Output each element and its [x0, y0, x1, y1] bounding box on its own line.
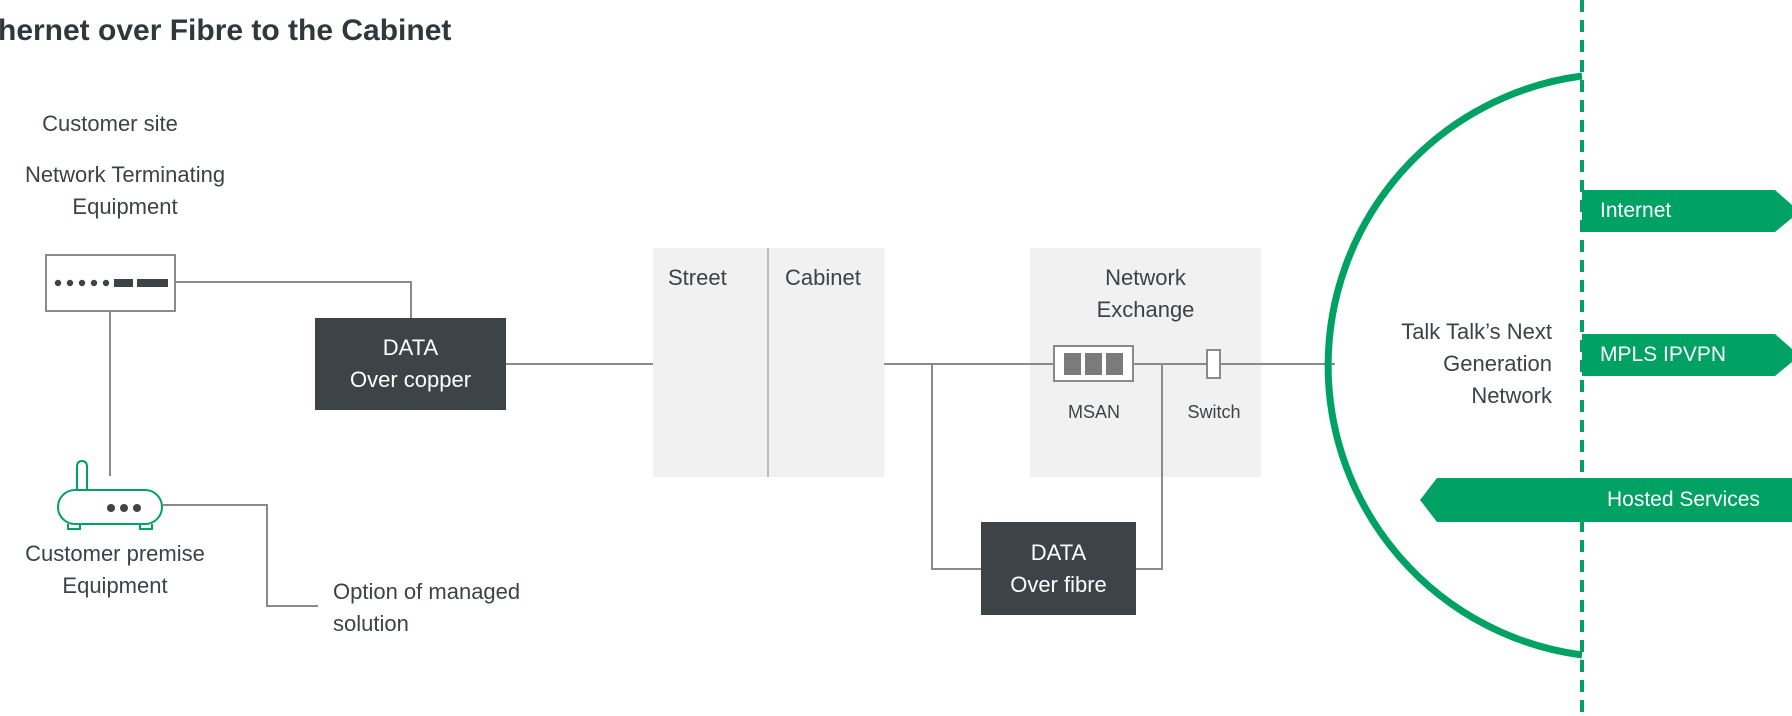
switch-label: Switch	[1187, 402, 1241, 422]
cabinet-to-fibre-line	[931, 364, 981, 570]
ngn-label-line2: Generation	[1443, 351, 1552, 376]
managed-label-line2: solution	[333, 611, 409, 636]
ngn-label-line3: Network	[1471, 383, 1552, 408]
fibre-box-line1: DATA	[1030, 539, 1087, 565]
ngn-label-line1: Talk Talk’s Next	[1401, 319, 1552, 344]
street-label: Street	[668, 265, 727, 290]
cpe-label-line2: Equipment	[62, 573, 168, 598]
nte-to-copper-line	[175, 281, 412, 318]
switch-device	[1206, 349, 1221, 379]
cpe-label-line1: Customer premise	[25, 541, 205, 566]
fibre-box-line2: Over fibre	[1010, 571, 1107, 597]
copper-box-line2: Over copper	[349, 367, 472, 392]
router-lights-icon	[107, 504, 141, 512]
router-to-managed-line	[162, 504, 318, 607]
page-title: thernet over Fibre to the Cabinet	[0, 14, 452, 47]
hosted-services-arrow	[1420, 478, 1792, 522]
data-over-fibre-box: DATA Over fibre	[981, 522, 1136, 615]
exchange-label-line2: Exchange	[1096, 297, 1195, 322]
mpls-ipvpn-label: MPLS IPVPN	[1600, 343, 1727, 366]
nte-label-line1: Network Terminating	[24, 162, 226, 187]
managed-label-line1: Option of managed	[333, 579, 521, 604]
mpls-arrow	[1582, 334, 1792, 376]
exchange-label-line1: Network	[1105, 265, 1186, 290]
copper-box-line1: DATA	[382, 335, 439, 360]
customer-site-heading: Customer site	[42, 111, 178, 136]
internet-label: Internet	[1600, 199, 1672, 222]
msan-label: MSAN	[1067, 402, 1120, 422]
data-over-copper-box: DATA Over copper	[315, 318, 506, 410]
nte-label-line2: Equipment	[72, 194, 178, 219]
hosted-services-label: Hosted Services	[1607, 488, 1760, 511]
nte-ports-icon	[54, 279, 168, 287]
msan-cards-icon	[1064, 353, 1123, 375]
ngn-boundary-arc	[1324, 72, 1583, 659]
cabinet-label: Cabinet	[785, 265, 861, 290]
internet-arrow	[1582, 190, 1792, 232]
